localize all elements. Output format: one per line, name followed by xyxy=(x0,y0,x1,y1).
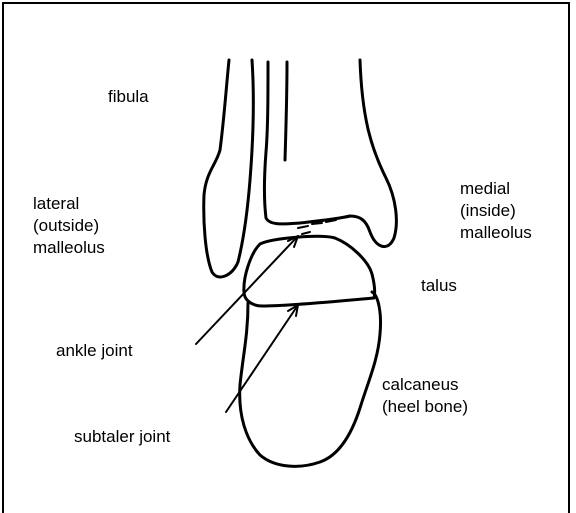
fibula-label: fibula xyxy=(108,86,149,108)
talus-label: talus xyxy=(421,275,457,297)
calcaneus-bone-outline xyxy=(240,292,381,466)
tibia-inner-line xyxy=(285,62,287,160)
lateral-malleolus-label: lateral (outside) malleolus xyxy=(33,193,105,259)
medial-malleolus-label: medial (inside) malleolus xyxy=(460,178,532,244)
subtalar-joint-arrowhead xyxy=(288,305,298,316)
subtalar-joint-arrow xyxy=(226,305,298,412)
subtalar-joint-label: subtaler joint xyxy=(74,426,170,448)
calcaneus-label: calcaneus (heel bone) xyxy=(382,374,468,418)
ankle-joint-label: ankle joint xyxy=(56,340,133,362)
fibula-bone-outline xyxy=(204,60,254,277)
